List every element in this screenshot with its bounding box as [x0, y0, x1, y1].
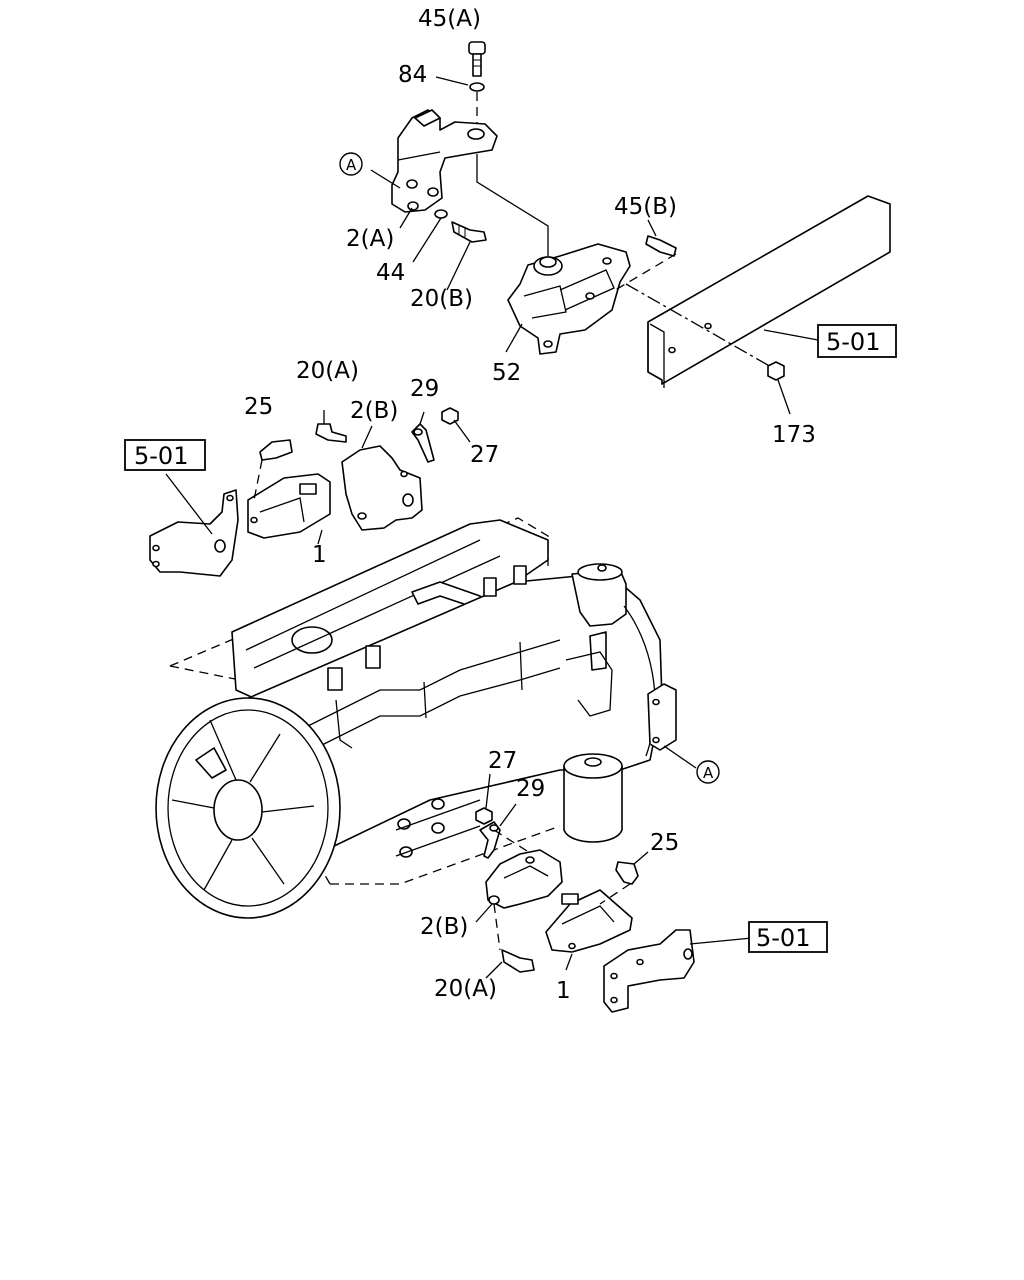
label-29-top: 29: [410, 376, 439, 402]
insulator-1-top: [247, 473, 331, 539]
callout-a-engine: A: [696, 760, 720, 784]
label-2b-bot: 2(B): [420, 914, 468, 940]
label-25-top: 25: [244, 394, 273, 420]
frame-bracket-right: [603, 929, 695, 1013]
label-84: 84: [398, 62, 427, 88]
ref-box-frame[interactable]: 5-01: [817, 324, 897, 358]
label-173: 173: [772, 422, 816, 448]
label-20b: 20(B): [410, 286, 473, 312]
label-1-bot: 1: [556, 978, 571, 1004]
label-44: 44: [376, 260, 405, 286]
ref-box-left-bracket[interactable]: 5-01: [124, 439, 206, 471]
label-20a-bot: 20(A): [434, 976, 497, 1002]
ref-left-bracket-text: 5-01: [134, 442, 188, 470]
ref-right-bracket-text: 5-01: [756, 924, 810, 952]
bolt-20a-bot: [501, 949, 535, 973]
clip-29-bot: [479, 821, 501, 859]
callout-a-top: A: [339, 152, 363, 176]
bolt-45b: [645, 235, 677, 257]
bracket-2b-top: [341, 445, 423, 531]
ref-box-right-bracket[interactable]: 5-01: [748, 921, 828, 953]
bolt-25-bot: [615, 861, 639, 885]
bolt-20a-top: [315, 423, 347, 443]
label-1-top: 1: [312, 542, 327, 568]
label-52: 52: [492, 360, 521, 386]
clip-29-top: [411, 423, 435, 463]
insulator-1-bot: [545, 889, 633, 953]
label-20a-top: 20(A): [296, 358, 359, 384]
callout-a-engine-text: A: [703, 764, 714, 782]
bolt-45a: [468, 41, 486, 77]
nut-27-bot: [475, 807, 493, 825]
frame-bracket-left: [149, 489, 239, 577]
label-45a: 45(A): [418, 6, 481, 32]
label-27-top: 27: [470, 442, 499, 468]
engine: [155, 517, 677, 919]
washer-84: [435, 76, 485, 92]
label-25-bot: 25: [650, 830, 679, 856]
mount-52: [507, 243, 631, 355]
ref-frame-text: 5-01: [826, 328, 880, 356]
label-27-bot: 27: [488, 748, 517, 774]
frame-rail: [625, 195, 891, 388]
label-2b-top: 2(B): [350, 398, 398, 424]
bracket-2a: [391, 109, 498, 213]
bolt-20b: [451, 221, 487, 243]
bolt-25-top: [259, 439, 293, 461]
washer-44: [434, 209, 448, 219]
label-29-bot: 29: [516, 776, 545, 802]
bracket-2b-bot: [485, 849, 563, 909]
label-2a: 2(A): [346, 226, 394, 252]
nut-173: [767, 361, 785, 381]
callout-a-top-text: A: [346, 156, 357, 174]
label-45b: 45(B): [614, 194, 677, 220]
